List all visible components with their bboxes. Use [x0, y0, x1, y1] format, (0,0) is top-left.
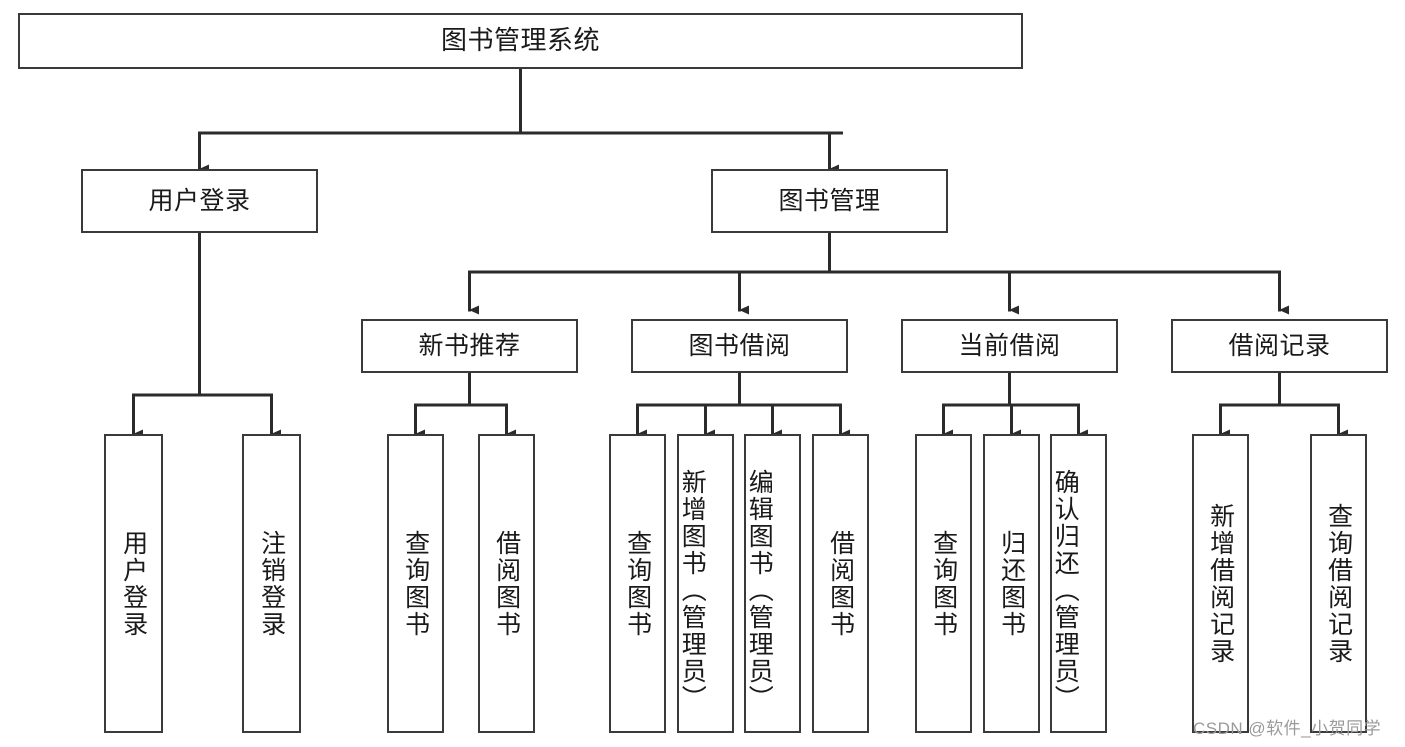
leaf-confirm-return-admin[interactable]: 确认归还（管理员）: [1050, 434, 1107, 733]
node-label: 新增图书（管理员）: [678, 469, 707, 712]
node-current-borrow[interactable]: 当前借阅: [901, 319, 1118, 373]
leaf-add-borrow-record[interactable]: 新增借阅记录: [1192, 434, 1249, 733]
leaf-logout-login[interactable]: 注销登录: [242, 434, 301, 733]
node-root-system[interactable]: 图书管理系统: [18, 13, 1023, 69]
node-book-borrow[interactable]: 图书借阅: [631, 319, 848, 373]
node-label: 查询借阅记录: [1324, 502, 1353, 665]
node-label: 查询图书: [929, 529, 958, 638]
leaf-query-book-current[interactable]: 查询图书: [915, 434, 972, 733]
node-book-manage[interactable]: 图书管理: [711, 169, 948, 233]
leaf-query-book-borrow[interactable]: 查询图书: [609, 434, 666, 733]
node-label: 借阅图书: [492, 529, 521, 638]
node-label: 查询图书: [623, 529, 652, 638]
node-label: 用户登录: [148, 187, 251, 215]
node-label: 借阅图书: [826, 529, 855, 638]
node-label: 图书管理: [778, 187, 881, 215]
leaf-add-book-admin[interactable]: 新增图书（管理员）: [677, 434, 734, 733]
leaf-query-book-recommend[interactable]: 查询图书: [387, 434, 444, 733]
node-label: 新增借阅记录: [1206, 502, 1235, 665]
node-label: 当前借阅: [958, 332, 1061, 360]
node-label: 确认归还（管理员）: [1051, 469, 1080, 712]
node-borrow-record[interactable]: 借阅记录: [1171, 319, 1388, 373]
node-user-login[interactable]: 用户登录: [81, 169, 318, 233]
node-label: 用户登录: [119, 529, 148, 638]
node-label: 图书借阅: [688, 332, 791, 360]
node-label: 编辑图书（管理员）: [745, 469, 774, 712]
leaf-borrow-book-borrow[interactable]: 借阅图书: [812, 434, 869, 733]
node-label: 图书管理系统: [440, 25, 600, 56]
node-new-book-recommend[interactable]: 新书推荐: [361, 319, 578, 373]
node-label: 归还图书: [997, 529, 1026, 638]
node-label: 新书推荐: [418, 332, 521, 360]
csdn-watermark: CSDN @软件_小贺同学: [1193, 719, 1382, 738]
leaf-edit-book-admin[interactable]: 编辑图书（管理员）: [744, 434, 801, 733]
leaf-borrow-book-recommend[interactable]: 借阅图书: [478, 434, 535, 733]
node-label: 注销登录: [257, 529, 286, 638]
node-label: 借阅记录: [1228, 332, 1331, 360]
leaf-query-borrow-record[interactable]: 查询借阅记录: [1310, 434, 1367, 733]
node-label: 查询图书: [401, 529, 430, 638]
leaf-return-book[interactable]: 归还图书: [983, 434, 1040, 733]
leaf-user-login[interactable]: 用户登录: [104, 434, 163, 733]
